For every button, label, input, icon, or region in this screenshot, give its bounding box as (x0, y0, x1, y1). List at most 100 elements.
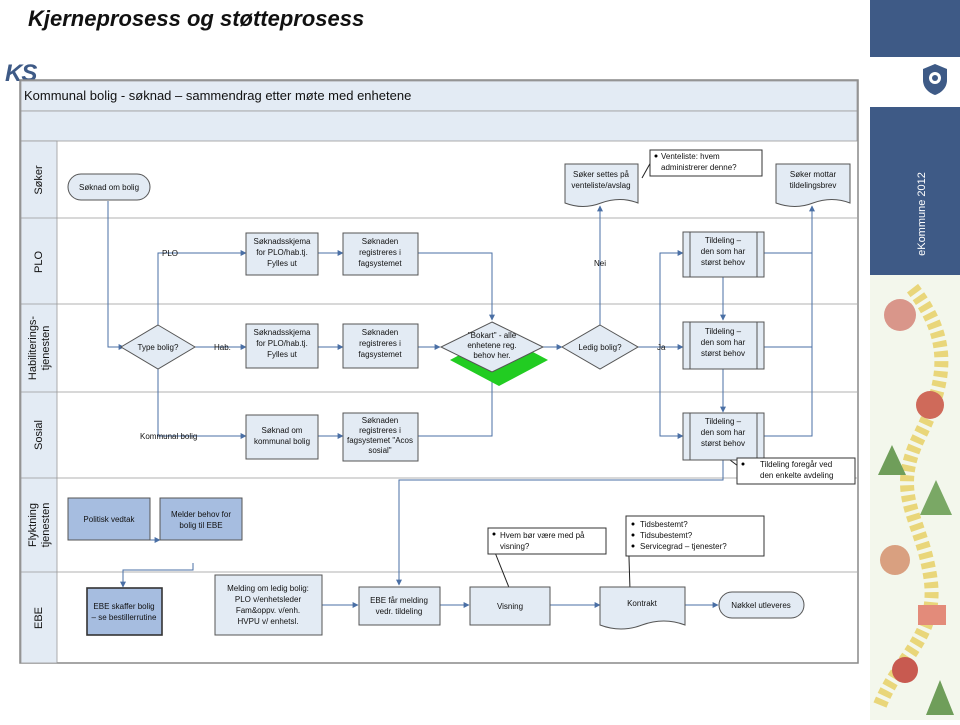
svg-text:Servicegrad – tjenester?: Servicegrad – tjenester? (640, 542, 727, 551)
svg-text:"Bokart" - alle: "Bokart" - alle (468, 331, 517, 340)
process-ebe-skaffer: EBE skaffer bolig – se bestillerrutine (86, 587, 163, 636)
svg-text:Tildeling –: Tildeling – (705, 327, 742, 336)
svg-text:den enkelte avdeling: den enkelte avdeling (760, 471, 833, 480)
decision-ledig-bolig: Ledig bolig? (561, 324, 639, 370)
svg-text:registreres i: registreres i (359, 248, 401, 257)
note-avdeling: Tildeling foregår ved den enkelte avdeli… (736, 457, 856, 485)
svg-text:Fam&oppv. v/enh.: Fam&oppv. v/enh. (236, 606, 300, 615)
terminal-soknad-om-bolig: Søknad om bolig (67, 173, 151, 201)
note-visning: Hvem bør være med på visning? (487, 527, 607, 555)
diagram-header: Kommunal bolig - søknad – sammendrag ett… (24, 88, 411, 103)
svg-text:Søknadsskjema: Søknadsskjema (254, 328, 311, 337)
svg-text:– se bestillerrutine: – se bestillerrutine (92, 613, 157, 622)
note-venteliste: Venteliste: hvem administrerer denne? (649, 149, 763, 177)
svg-text:Visning: Visning (497, 602, 523, 611)
lane-ebe: EBE (33, 607, 45, 629)
subprocess-tildeling-sosial: Tildeling – den som har størst behov (682, 412, 765, 461)
svg-text:Søknad om: Søknad om (262, 426, 303, 435)
svg-text:Søknaden: Søknaden (362, 237, 398, 246)
svg-text:visning?: visning? (500, 542, 530, 551)
svg-text:størst behov: størst behov (701, 349, 745, 358)
process-ebe-far-melding: EBE får melding vedr. tildeling (358, 586, 441, 626)
svg-text:Tildeling –: Tildeling – (705, 417, 742, 426)
svg-text:EBE får melding: EBE får melding (370, 596, 428, 605)
terminal-nokkel-utleveres: Nøkkel utleveres (718, 591, 805, 619)
process-visning: Visning (469, 586, 551, 626)
svg-text:behov her.: behov her. (473, 351, 510, 360)
svg-text:Søknaden: Søknaden (362, 328, 398, 337)
svg-text:tildelingsbrev: tildelingsbrev (790, 181, 837, 190)
illustration-figure (892, 657, 918, 683)
svg-text:Tildeling foregår ved: Tildeling foregår ved (760, 460, 832, 469)
svg-text:Politisk vedtak: Politisk vedtak (83, 515, 135, 524)
lane-plo: PLO (33, 251, 45, 273)
illustration-tree (920, 480, 952, 515)
svg-text:administrerer denne?: administrerer denne? (661, 163, 737, 172)
process-hab-registrering: Søknaden registreres i fagsystemet (342, 323, 419, 369)
process-sos-registrering: Søknaden registreres i fagsystemet "Acos… (342, 412, 419, 462)
lane-sosial: Sosial (33, 420, 45, 450)
svg-text:HVPU v/ enhetsl.: HVPU v/ enhetsl. (238, 617, 299, 626)
svg-text:Tidsbestemt?: Tidsbestemt? (640, 520, 688, 529)
lane-hab-2: tjenesten (40, 326, 52, 371)
decision-type-bolig: Type bolig? (120, 324, 196, 370)
svg-text:Type bolig?: Type bolig? (138, 343, 179, 352)
lane-flyktning-1: Flyktning (27, 503, 39, 547)
svg-text:registreres i: registreres i (359, 339, 401, 348)
svg-text:Kontrakt: Kontrakt (627, 599, 658, 608)
svg-text:Fylles ut: Fylles ut (267, 350, 298, 359)
svg-text:Søknadsskjema: Søknadsskjema (254, 237, 311, 246)
svg-text:EBE skaffer bolig: EBE skaffer bolig (93, 602, 154, 611)
document-tildelingsbrev: Søker mottar tildelingsbrev (775, 163, 851, 207)
svg-text:fagsystemet "Acos: fagsystemet "Acos (347, 436, 413, 445)
document-kontrakt: Kontrakt (599, 586, 686, 630)
lane-flyktning-2: tjenesten (40, 503, 52, 548)
svg-text:venteliste/avslag: venteliste/avslag (571, 181, 630, 190)
illustration-book (918, 605, 946, 625)
svg-text:vedr. tildeling: vedr. tildeling (376, 607, 423, 616)
svg-text:den som har: den som har (701, 338, 746, 347)
lane-label-column (20, 140, 58, 664)
svg-text:Søknad om bolig: Søknad om bolig (79, 183, 139, 192)
process-plo-skjema: Søknadsskjema for PLO/hab.tj. Fylles ut (245, 232, 319, 276)
edge-label-kommunal: Kommunal bolig (140, 432, 197, 441)
brand-sidebar (870, 0, 960, 720)
diagram-subheader-bar (20, 110, 858, 142)
process-politisk-vedtak: Politisk vedtak (67, 497, 151, 541)
svg-text:den som har: den som har (701, 247, 746, 256)
subprocess-tildeling-plo: Tildeling – den som har størst behov (682, 231, 765, 278)
note-kontrakt: Tidsbestemt? Tidsubestemt? Servicegrad –… (625, 515, 765, 557)
svg-text:Tildeling –: Tildeling – (705, 236, 742, 245)
ks-shield-icon (923, 64, 947, 95)
svg-text:den som har: den som har (701, 428, 746, 437)
sidebar-top-band (870, 0, 960, 57)
svg-text:bolig til EBE: bolig til EBE (179, 521, 222, 530)
subprocess-tildeling-hab: Tildeling – den som har størst behov (682, 321, 765, 370)
process-melding-ledig-bolig: Melding om ledig bolig: PLO v/enhetslede… (214, 574, 323, 636)
process-sos-soknad: Søknad om kommunal bolig (245, 414, 319, 460)
svg-text:Venteliste: hvem: Venteliste: hvem (661, 152, 720, 161)
svg-text:Melder behov for: Melder behov for (171, 510, 231, 519)
decision-bokart: "Bokart" - alle enhetene reg. behov her. (439, 321, 548, 386)
svg-text:størst behov: størst behov (701, 258, 745, 267)
svg-text:kommunal bolig: kommunal bolig (254, 437, 310, 446)
svg-text:PLO v/enhetsleder: PLO v/enhetsleder (235, 595, 302, 604)
svg-text:enhetene reg.: enhetene reg. (467, 341, 516, 350)
process-hab-skjema: Søknadsskjema for PLO/hab.tj. Fylles ut (245, 323, 319, 369)
process-diagram: Kommunal bolig - søknad – sammendrag ett… (19, 79, 859, 664)
svg-text:Søknaden: Søknaden (362, 416, 398, 425)
svg-text:Ledig bolig?: Ledig bolig? (578, 343, 622, 352)
document-venteliste: Søker settes på venteliste/avslag (564, 163, 639, 207)
edge-label-ja: Ja (657, 343, 666, 352)
svg-text:for PLO/hab.tj.: for PLO/hab.tj. (256, 339, 308, 348)
svg-text:Søker settes på: Søker settes på (573, 170, 630, 179)
illustration-figure (916, 391, 944, 419)
sidebar-mid-band (870, 107, 960, 275)
illustration-figure (884, 299, 916, 331)
sidebar-illustration (870, 275, 960, 720)
svg-text:sosial": sosial" (368, 446, 391, 455)
svg-text:Tidsubestemt?: Tidsubestemt? (640, 531, 693, 540)
edge-label-plo: PLO (162, 249, 178, 258)
illustration-path (873, 280, 949, 708)
illustration-tree (926, 680, 954, 715)
